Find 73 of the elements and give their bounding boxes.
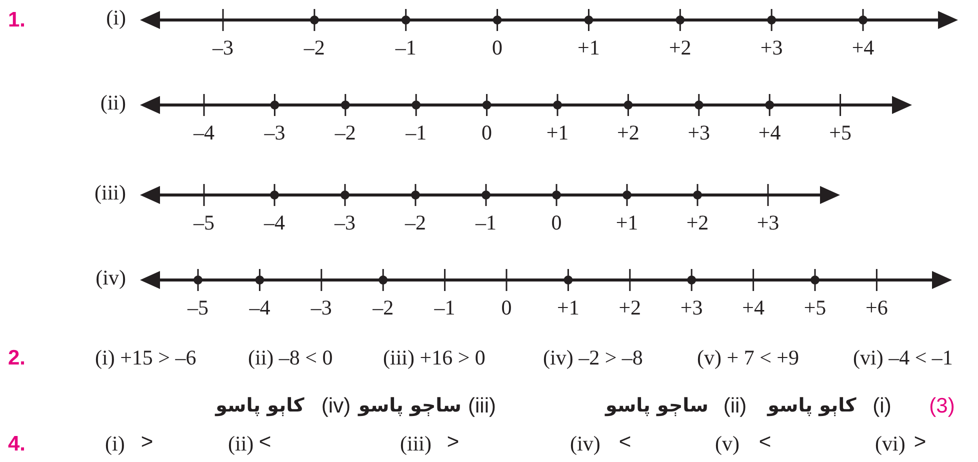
tick-label: +5 xyxy=(829,122,852,144)
tick-label: 0 xyxy=(482,122,492,144)
item-number: (iv) xyxy=(570,434,600,454)
item-number: (iii) xyxy=(468,396,496,416)
answer-text: (i) +15 > –6 xyxy=(95,348,196,368)
tick-label: –1 xyxy=(476,212,496,234)
tick-label: –3 xyxy=(334,212,356,234)
tick-label: +6 xyxy=(866,298,888,318)
tick-label: +3 xyxy=(756,212,780,234)
tick-label: 0 xyxy=(551,212,562,234)
tick-label: –1 xyxy=(395,38,416,58)
tick-label: +3 xyxy=(680,298,703,318)
answer-text: (ii) –8 < 0 xyxy=(248,348,333,368)
tick-label: +1 xyxy=(578,38,600,58)
answer-text: > xyxy=(914,432,926,452)
answer-text: > xyxy=(446,432,460,452)
question-number: 2. xyxy=(8,348,26,368)
item-number: (iii) xyxy=(400,434,432,454)
tick-label: –2 xyxy=(334,122,356,144)
item-number: (iv) xyxy=(321,396,351,416)
tick-label: +3 xyxy=(688,122,710,144)
tick-label: +3 xyxy=(760,38,783,58)
tick-label: –1 xyxy=(406,122,427,144)
tick-label: 0 xyxy=(501,298,512,318)
answer-text: کاٻو پاسو xyxy=(216,396,304,416)
answer-text: (v) + 7 < +9 xyxy=(697,348,800,368)
question-number: 1. xyxy=(8,10,26,30)
item-number: (i) xyxy=(872,396,892,416)
item-number: (ii) xyxy=(228,434,254,454)
tick-label: +2 xyxy=(618,298,642,318)
tick-label: +1 xyxy=(557,298,580,318)
tick-label: +4 xyxy=(852,38,874,58)
answer-text: (iv) –2 > –8 xyxy=(543,348,643,368)
tick-label: +1 xyxy=(546,122,569,144)
tick-label: –3 xyxy=(264,122,286,144)
answer-text: (iii) +16 > 0 xyxy=(383,348,486,368)
tick-label: +1 xyxy=(616,212,638,234)
item-number: (v) xyxy=(715,434,740,454)
answer-text: ساڄو پاسو xyxy=(358,396,462,416)
tick-label: –2 xyxy=(304,38,325,58)
tick-label: –3 xyxy=(310,298,332,318)
tick-label: –4 xyxy=(249,298,270,318)
answer-text: > xyxy=(140,432,154,452)
answer-text: ساڄو پاسو xyxy=(606,396,708,416)
tick-label: +2 xyxy=(668,38,692,58)
tick-label: +5 xyxy=(804,298,826,318)
tick-label: –4 xyxy=(264,212,285,234)
tick-label: –5 xyxy=(194,212,214,234)
answer-text: (vi) –4 < –1 xyxy=(853,348,953,368)
question-number: (3) xyxy=(929,396,955,416)
line-label: (i) xyxy=(106,8,126,28)
item-number: (ii) xyxy=(723,396,747,416)
tick-label: –4 xyxy=(194,122,214,144)
tick-label: +4 xyxy=(758,122,781,144)
tick-label: –5 xyxy=(188,298,208,318)
tick-label: –1 xyxy=(434,298,456,318)
item-number: (i) xyxy=(105,434,125,454)
tick-label: –2 xyxy=(405,212,426,234)
answer-text: < xyxy=(258,432,272,452)
line-label: (iii) xyxy=(94,182,126,204)
tick-label: +2 xyxy=(617,122,640,144)
tick-label: –2 xyxy=(372,298,394,318)
question-number: 4. xyxy=(8,434,26,454)
line-label: (ii) xyxy=(100,92,126,114)
answer-text: کاٻو پاسو xyxy=(768,396,856,416)
answer-text: < xyxy=(758,432,772,452)
tick-label: +2 xyxy=(686,212,709,234)
tick-label: 0 xyxy=(492,38,503,58)
line-label: (iv) xyxy=(96,268,126,288)
tick-label: –3 xyxy=(212,38,234,58)
item-number: (vi) xyxy=(875,434,906,454)
answer-text: < xyxy=(618,432,632,452)
tick-label: +4 xyxy=(742,298,764,318)
